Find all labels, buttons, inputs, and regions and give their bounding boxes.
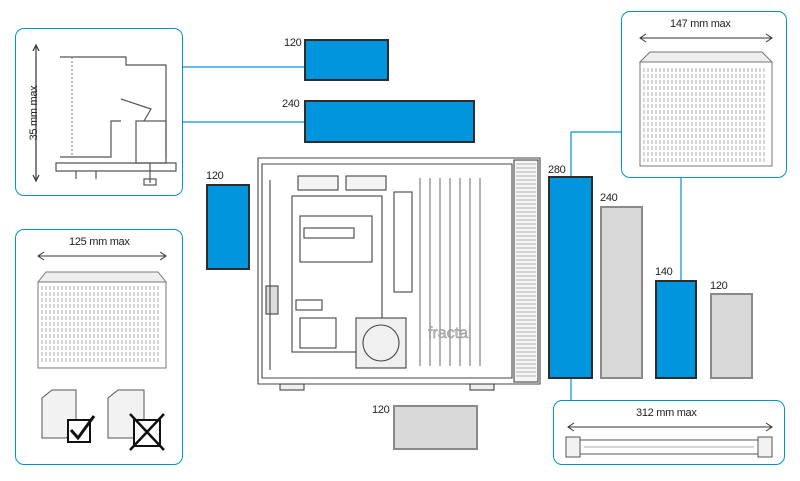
gpu-card-drawing xyxy=(565,436,773,458)
gpu-length-drawing xyxy=(565,422,773,458)
label-rear-120: 120 xyxy=(206,170,224,182)
label-top-120: 120 xyxy=(284,37,302,49)
radiator-bottom-120 xyxy=(393,405,478,450)
label-front-120: 120 xyxy=(710,280,728,292)
radiator-front-280 xyxy=(548,176,593,379)
brand-logo: fractal xyxy=(428,325,472,342)
front-width-card: 125 mm max xyxy=(15,229,183,465)
label-bottom-120: 120 xyxy=(372,404,390,416)
top-offset-card: 35 mm max xyxy=(15,28,183,196)
radiator-top-120 xyxy=(304,39,389,81)
top-offset-drawing xyxy=(32,43,177,186)
label-front-240: 240 xyxy=(600,192,618,204)
front-width-drawing xyxy=(36,251,168,451)
label-top-240: 240 xyxy=(282,98,300,110)
gpu-length-card: 312 mm max xyxy=(553,400,785,465)
radiator-front-240 xyxy=(600,206,643,379)
fit-check-illustration xyxy=(41,389,165,451)
radiator-rear-120 xyxy=(206,184,250,270)
radiator-front-140 xyxy=(655,280,697,379)
front-top-width-card: 147 mm max xyxy=(621,11,787,178)
label-front-140: 140 xyxy=(655,266,673,278)
radiator-front-120 xyxy=(710,293,753,379)
front-top-width-drawing xyxy=(638,33,774,167)
gpu-length-label: 312 mm max xyxy=(636,407,697,419)
front-width-label: 125 mm max xyxy=(69,236,130,248)
radiator-top-240 xyxy=(304,100,475,143)
label-front-280: 280 xyxy=(548,164,566,176)
front-top-width-label: 147 mm max xyxy=(670,18,731,30)
